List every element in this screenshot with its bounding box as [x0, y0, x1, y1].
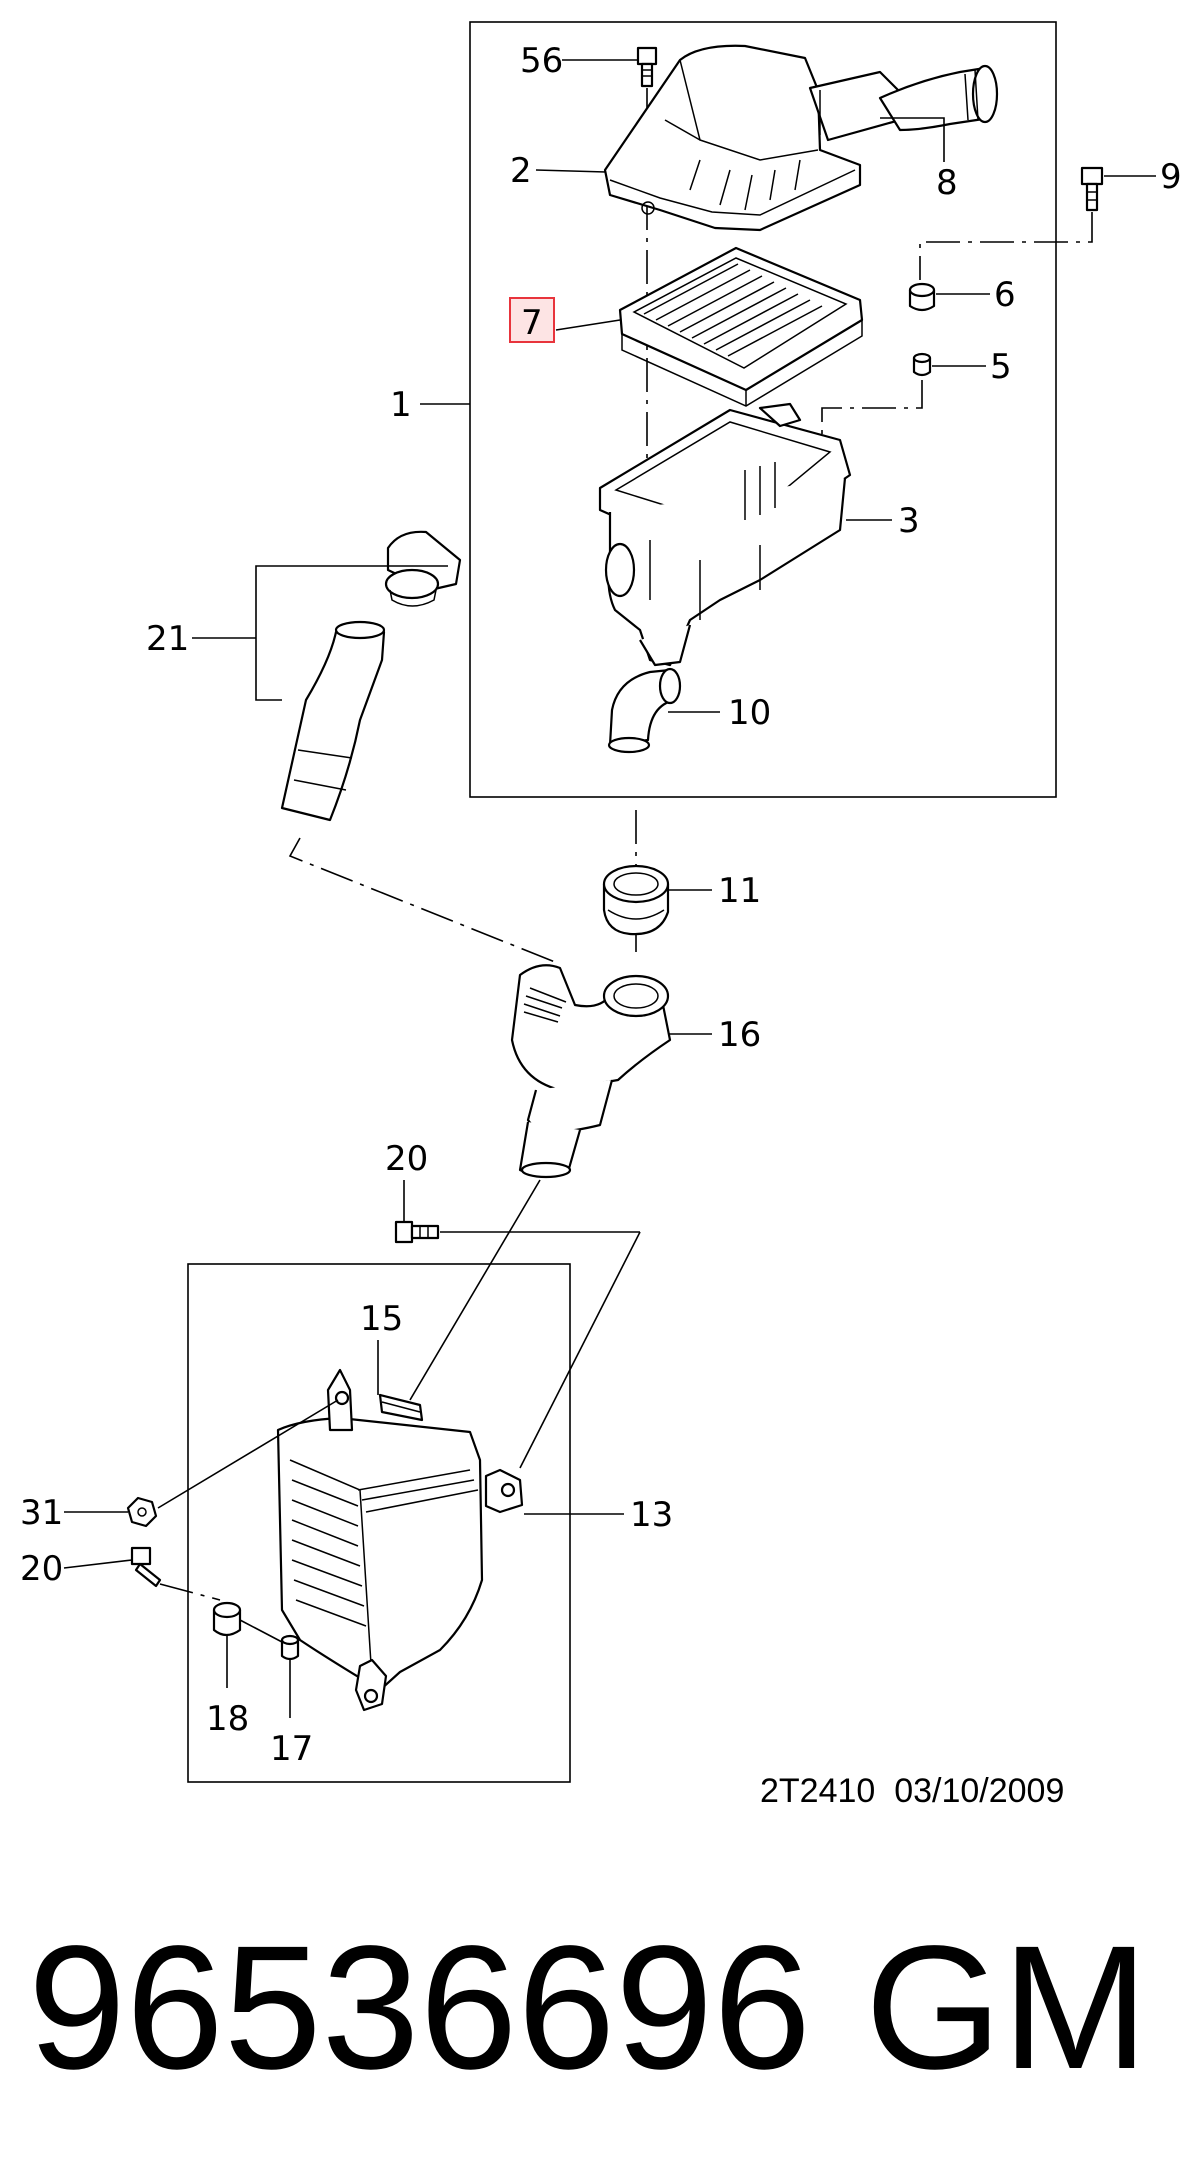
part-3-lower-housing[interactable] [598, 402, 852, 667]
callout-20-lower: 20 [20, 1549, 63, 1589]
callout-3: 3 [898, 501, 920, 541]
part-2-cover[interactable] [603, 44, 902, 232]
callout-8: 8 [936, 163, 958, 203]
part-16-resonator-duct[interactable] [510, 964, 672, 1179]
part-20-bolt-lower[interactable] [130, 1546, 162, 1588]
callout-11: 11 [718, 871, 761, 911]
part-20-bolt-upper[interactable] [394, 1220, 440, 1244]
callout-17: 17 [270, 1729, 313, 1769]
part-20-lower-axis [159, 1583, 221, 1601]
air-cleaner-group-frame [469, 21, 1057, 798]
callout-15: 15 [360, 1299, 403, 1339]
callout-56: 56 [520, 41, 563, 81]
callout-1: 1 [390, 385, 412, 425]
callout-5: 5 [990, 347, 1012, 387]
part-number: 96536696 [28, 1910, 812, 2106]
leader-lines [63, 59, 1156, 1718]
diagram-reference-code: 2T2410 03/10/2009 [760, 1772, 1065, 1810]
part-5-axis [821, 380, 923, 440]
part-17-collar[interactable] [280, 1634, 300, 1661]
part-5-collar[interactable] [912, 352, 932, 377]
part-9-bolt[interactable] [1080, 166, 1104, 212]
part-10-elbow[interactable] [607, 667, 682, 754]
part-17-axis [239, 1619, 283, 1643]
callout-10: 10 [728, 693, 771, 733]
callout-31: 31 [20, 1493, 63, 1533]
callout-7-highlight [509, 297, 555, 343]
callout-21: 21 [146, 619, 189, 659]
callout-6: 6 [994, 275, 1016, 315]
callout-9: 9 [1160, 157, 1182, 197]
part-31-axis [157, 1399, 339, 1509]
part-9-axis [919, 212, 1093, 280]
callout-20-upper: 20 [385, 1139, 428, 1179]
duct-axis-hose [288, 837, 556, 963]
callout-7[interactable]: 7 [521, 303, 543, 343]
part-13-resonator[interactable] [276, 1368, 524, 1712]
resonator-mount-line [519, 1231, 641, 1469]
callout-18: 18 [206, 1699, 249, 1739]
part-18-grommet[interactable] [212, 1601, 242, 1637]
resonator-group-frame [187, 1263, 571, 1783]
callout-16: 16 [718, 1015, 761, 1055]
duct-to-resonator-line [409, 1179, 541, 1401]
callout-2: 2 [510, 151, 532, 191]
brand-name: GM [865, 1910, 1149, 2106]
part-8-inlet-duct[interactable] [878, 64, 999, 132]
part-6-grommet[interactable] [908, 282, 936, 312]
part-7-filter-element[interactable] [618, 246, 864, 407]
part-31-nut[interactable] [126, 1496, 158, 1528]
part-56-bolt[interactable] [636, 46, 658, 88]
callout-13: 13 [630, 1495, 673, 1535]
part-15-seal[interactable] [378, 1393, 424, 1422]
part-21-hose[interactable] [280, 530, 462, 822]
part-11-coupling[interactable] [602, 864, 670, 936]
